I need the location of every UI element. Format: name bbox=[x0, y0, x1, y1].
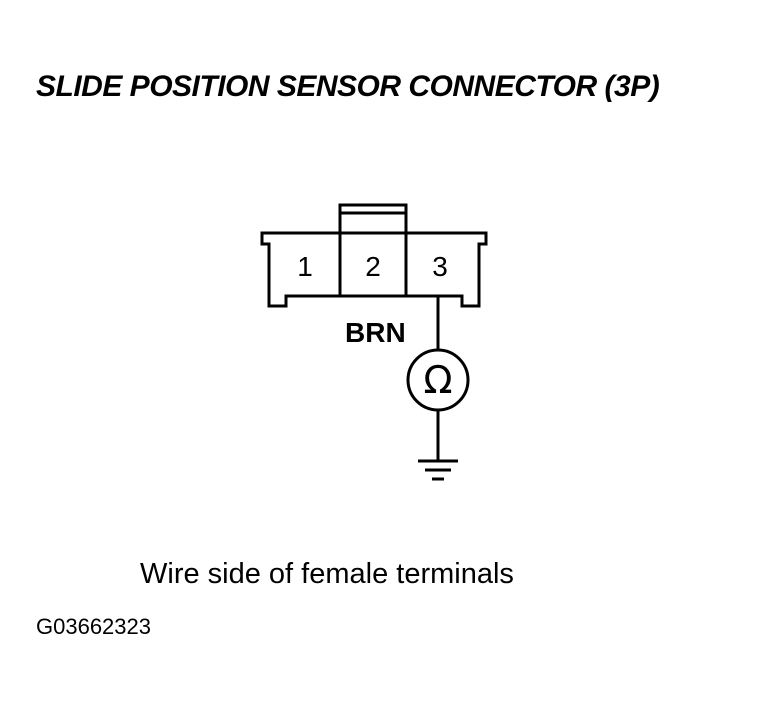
diagram-caption: Wire side of female terminals bbox=[140, 558, 514, 590]
connector-lock-tab bbox=[338, 203, 408, 235]
connector-housing bbox=[260, 231, 488, 308]
figure-id: G03662323 bbox=[36, 614, 151, 639]
terminal-1-label: 1 bbox=[297, 251, 313, 282]
page-title: SLIDE POSITION SENSOR CONNECTOR (3P) bbox=[36, 70, 660, 103]
terminal-3-label: 3 bbox=[432, 251, 448, 282]
terminal-2-label: 2 bbox=[365, 251, 381, 282]
wire-color-label: BRN bbox=[345, 317, 406, 348]
ohm-symbol: Ω bbox=[423, 358, 452, 402]
ground-icon bbox=[418, 459, 458, 481]
